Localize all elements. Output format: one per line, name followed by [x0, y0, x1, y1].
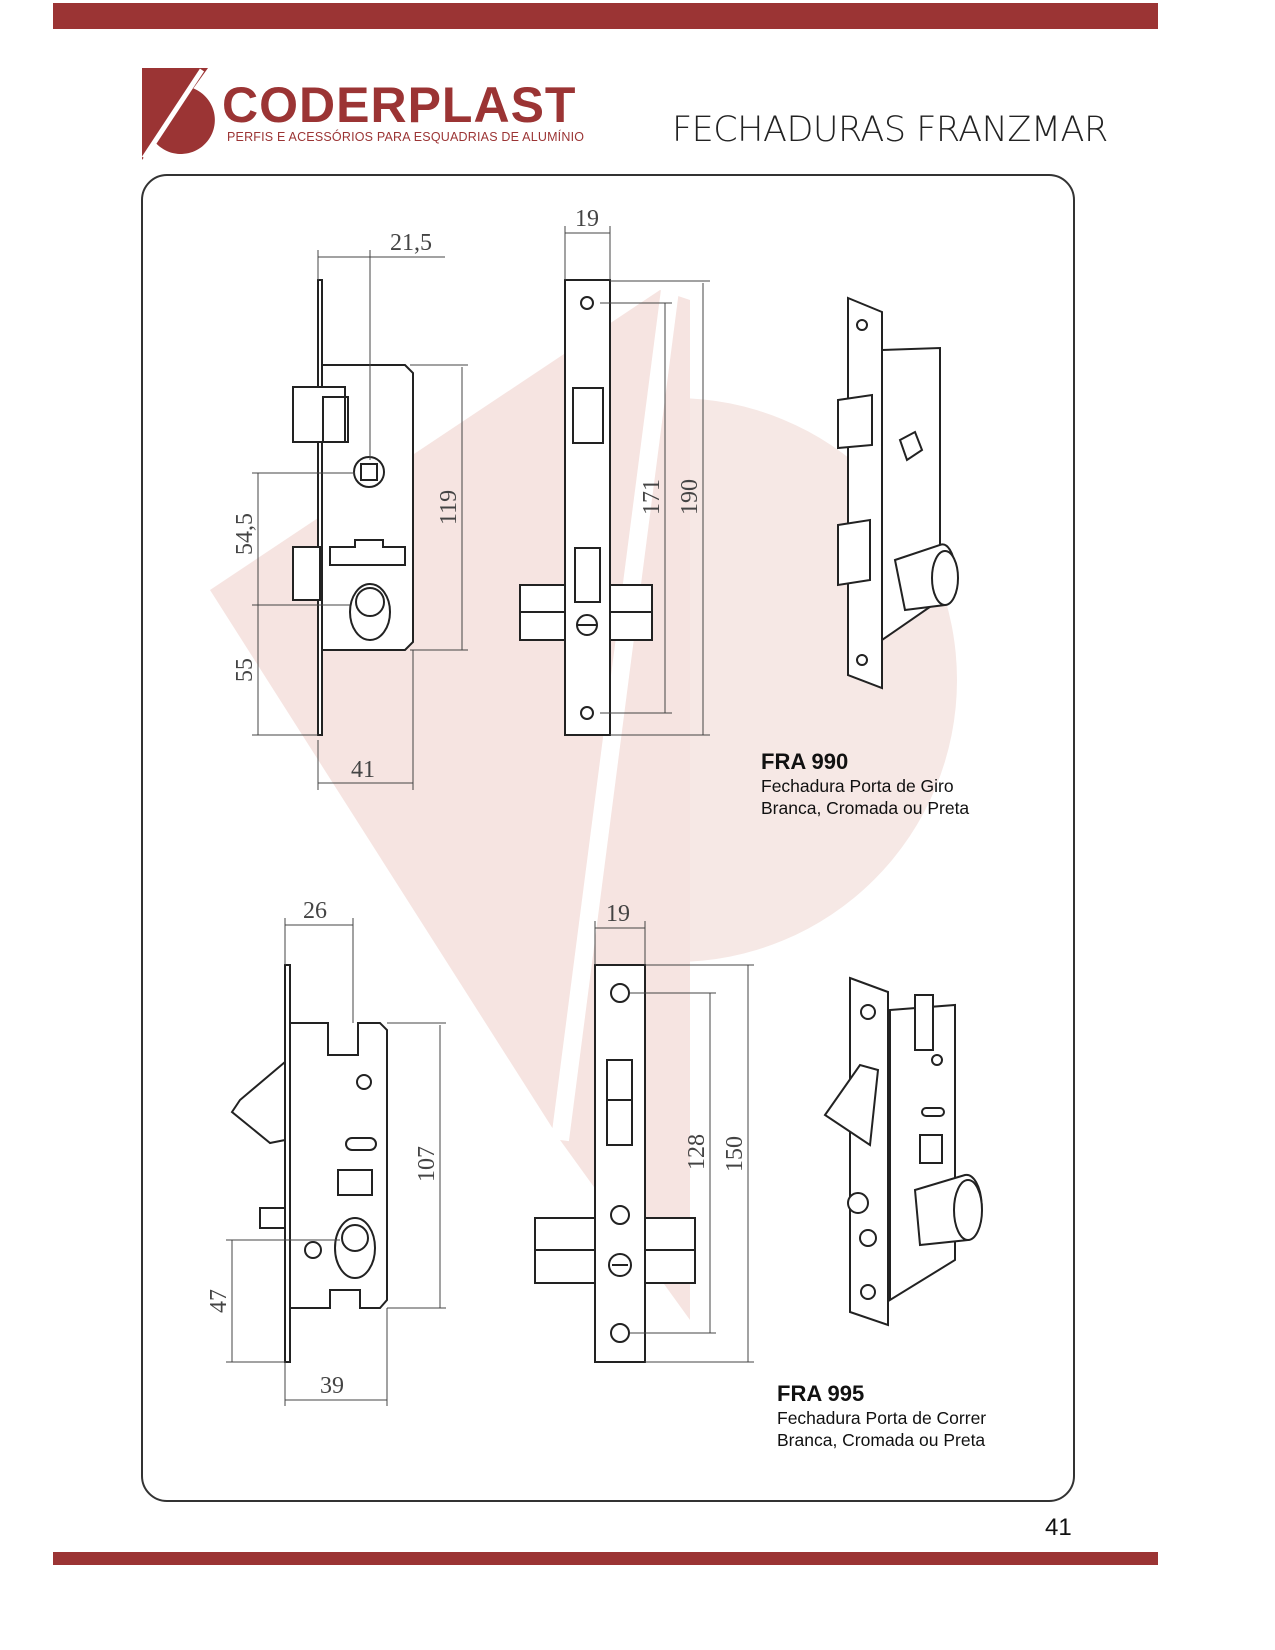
brand-name: CODERPLAST	[222, 77, 577, 133]
fra990-front-view	[519, 279, 653, 736]
dim-label: 21,5	[390, 230, 432, 256]
dim-label: 41	[351, 757, 375, 783]
product-caption-fra995: FRA 995 Fechadura Porta de Correr Branca…	[777, 1381, 986, 1451]
coderplast-logo	[141, 68, 215, 160]
fra995-side-view	[230, 964, 388, 1363]
fra995-front-view	[534, 964, 696, 1363]
page-title: FECHADURAS FRANZMAR	[672, 110, 1108, 150]
product-code: FRA 990	[761, 749, 849, 774]
dim-label: 19	[606, 901, 630, 927]
fra995-perspective	[823, 976, 983, 1327]
dim-label: 190	[677, 479, 703, 515]
dim-label: 107	[414, 1146, 440, 1182]
dimension-lines	[226, 226, 754, 1406]
dim-label: 26	[303, 898, 327, 924]
dim-label: 19	[575, 206, 599, 232]
dim-label: 55	[232, 658, 258, 682]
bottom-bar	[53, 1552, 1158, 1565]
dim-label: 171	[639, 479, 665, 515]
dim-label: 150	[722, 1136, 748, 1172]
dim-label: 119	[436, 490, 462, 525]
brand-tagline: PERFIS E ACESSÓRIOS PARA ESQUADRIAS DE A…	[227, 130, 585, 144]
content-frame	[141, 174, 1075, 1502]
dim-label: 39	[320, 1373, 344, 1399]
product-code: FRA 995	[777, 1381, 865, 1406]
product-finishes: Branca, Cromada ou Preta	[761, 798, 970, 818]
product-description: Fechadura Porta de Giro	[761, 776, 954, 796]
dim-label: 128	[684, 1134, 710, 1170]
page-number: 41	[1045, 1514, 1072, 1541]
fra990-perspective	[837, 296, 959, 690]
dim-label: 47	[206, 1289, 232, 1313]
product-caption-fra990: FRA 990 Fechadura Porta de Giro Branca, …	[761, 749, 969, 819]
fra990-side-view	[292, 279, 414, 736]
dim-label: 54,5	[232, 513, 258, 555]
top-bar	[53, 3, 1158, 29]
product-finishes: Branca, Cromada ou Preta	[777, 1430, 986, 1450]
product-description: Fechadura Porta de Correr	[777, 1408, 987, 1428]
